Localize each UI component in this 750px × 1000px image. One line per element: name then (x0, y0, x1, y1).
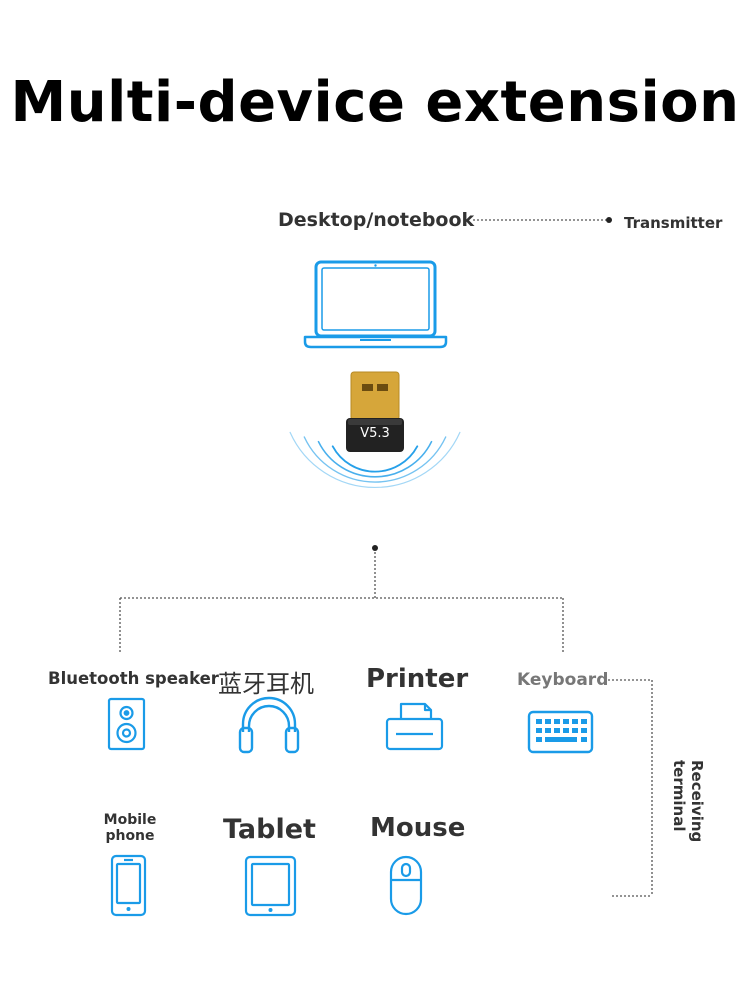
device-tree-connector (119, 548, 564, 652)
mouse-icon (389, 855, 423, 916)
transmitter-connector (473, 217, 612, 223)
device-label-keyboard: Keyboard (517, 670, 609, 690)
receiving-terminal-label: Receiving terminal (670, 760, 706, 843)
usb-dongle-icon (346, 371, 404, 452)
speaker-icon (107, 697, 146, 751)
device-label-mouse: Mouse (370, 813, 466, 843)
device-label-tablet: Tablet (223, 814, 316, 845)
laptop-icon (303, 260, 448, 349)
receiving-bracket (608, 679, 653, 897)
headphones-icon (238, 696, 300, 754)
device-label-mobile-phone: Mobile phone (103, 812, 157, 844)
keyboard-icon (527, 710, 594, 754)
printer-icon (385, 702, 444, 751)
dongle-version-label: V5.3 (360, 426, 390, 441)
device-label-bluetooth-speaker: Bluetooth speaker (48, 669, 219, 688)
phone-icon (110, 854, 147, 917)
wireless-signal-icon (289, 431, 461, 488)
tablet-icon (244, 855, 297, 917)
device-label-printer: Printer (366, 664, 469, 694)
host-label: Desktop/notebook (278, 209, 475, 231)
tree-root-dot (372, 545, 378, 551)
page-title: Multi-device extension (10, 70, 740, 135)
device-label-headphones: 蓝牙耳机 (218, 670, 314, 698)
transmitter-label: Transmitter (624, 214, 723, 232)
